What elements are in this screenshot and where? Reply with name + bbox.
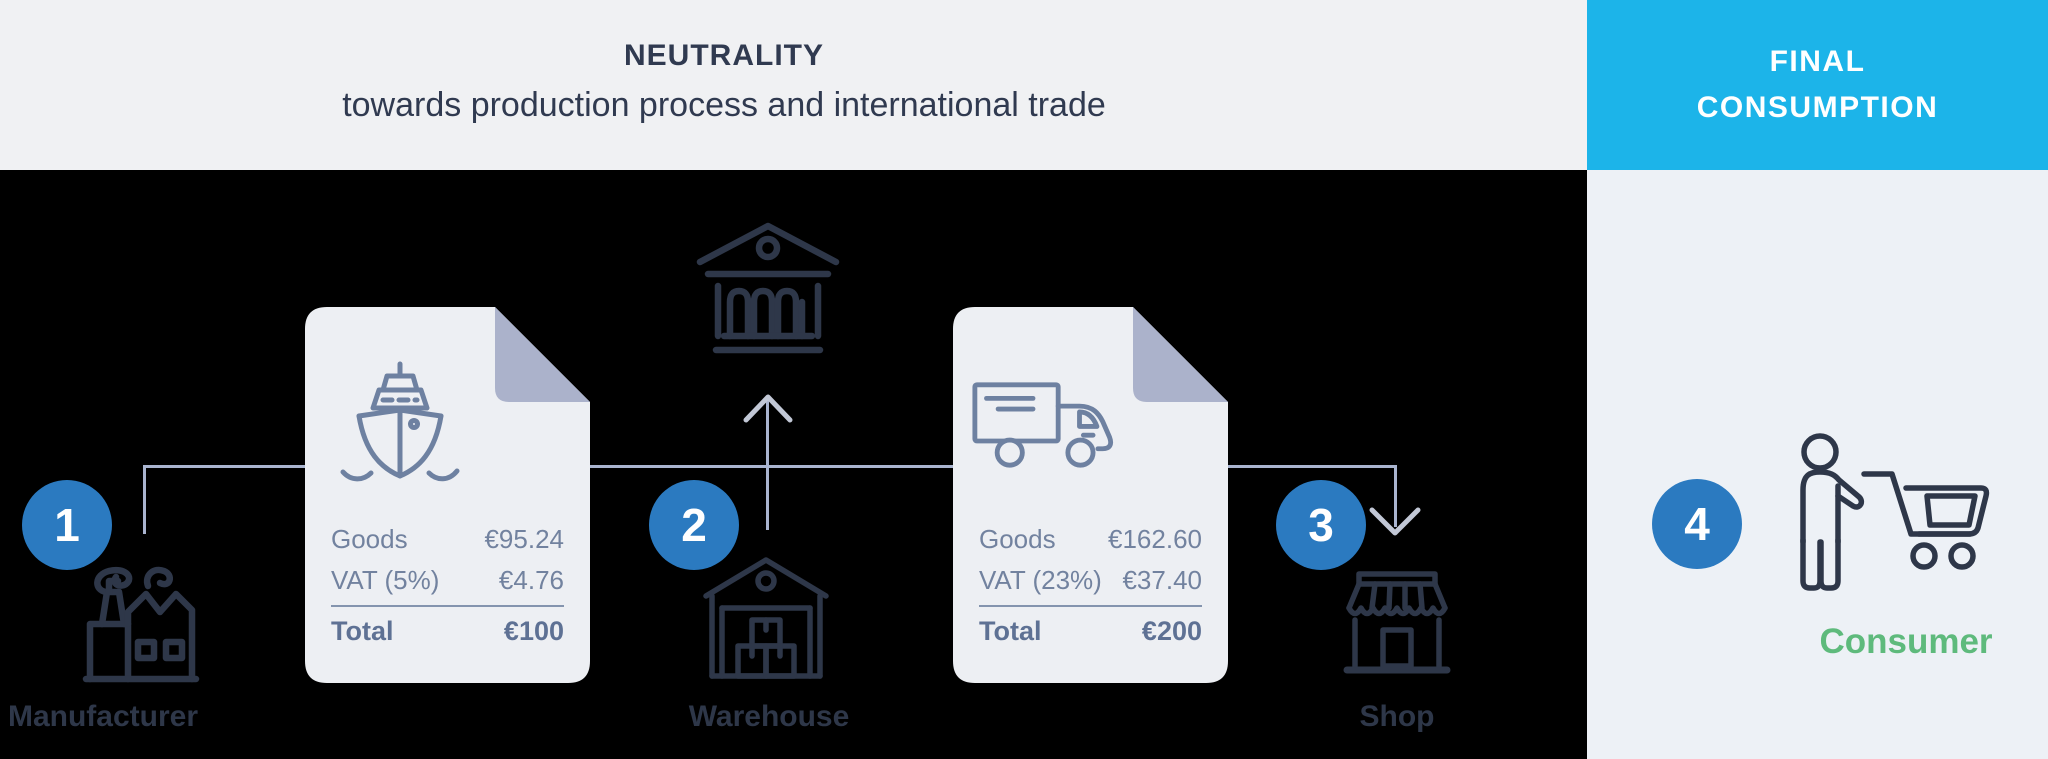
manufacturer-label: Manufacturer bbox=[7, 700, 199, 733]
shop-icon bbox=[1341, 568, 1453, 684]
row-label: Goods bbox=[331, 524, 408, 554]
total-label: Total bbox=[331, 616, 394, 646]
step-number: 1 bbox=[54, 499, 80, 551]
total-label: Total bbox=[979, 616, 1042, 646]
row-value: €162.60 bbox=[1108, 524, 1202, 554]
warehouse-icon bbox=[700, 548, 832, 686]
step-number: 4 bbox=[1684, 498, 1710, 550]
page-title: NEUTRALITY bbox=[624, 39, 824, 72]
header-text-block: NEUTRALITY towards production process an… bbox=[0, 38, 1448, 128]
ship-icon bbox=[335, 357, 465, 485]
shop-label: Shop bbox=[1359, 700, 1435, 733]
row-value: €37.40 bbox=[1122, 565, 1202, 595]
invoice-1: Goods €95.24 VAT (5%) €4.76 Total €100 bbox=[305, 307, 590, 683]
row-value: €4.76 bbox=[498, 565, 564, 595]
folded-corner bbox=[1133, 307, 1228, 402]
step-number: 2 bbox=[681, 499, 707, 551]
invoice-total-row: Total €200 bbox=[953, 616, 1228, 647]
total-value: €200 bbox=[1141, 616, 1202, 646]
connector-shop-vertical bbox=[1394, 465, 1397, 527]
document-shape bbox=[953, 307, 1228, 683]
row-label: VAT (5%) bbox=[331, 565, 440, 595]
consumer-label: Consumer bbox=[1819, 622, 1993, 661]
connector-manufacturer-vertical bbox=[143, 466, 146, 534]
step-circle-3: 3 bbox=[1276, 480, 1366, 570]
header-band: NEUTRALITY towards production process an… bbox=[0, 0, 1587, 170]
warehouse-label: Warehouse bbox=[688, 700, 850, 733]
invoice-divider bbox=[331, 605, 564, 607]
factory-icon bbox=[82, 558, 200, 684]
total-value: €100 bbox=[503, 616, 564, 646]
row-value: €95.24 bbox=[484, 524, 564, 554]
folded-corner bbox=[495, 307, 590, 402]
step-circle-1: 1 bbox=[22, 480, 112, 570]
invoice-divider bbox=[979, 605, 1202, 607]
arrow-down-icon bbox=[1369, 507, 1421, 536]
step-circle-2: 2 bbox=[649, 480, 739, 570]
invoice-row: Goods €162.60 bbox=[953, 524, 1228, 555]
invoice-row: VAT (5%) €4.76 bbox=[305, 565, 590, 596]
invoice-total-row: Total €100 bbox=[305, 616, 590, 647]
page-subtitle: towards production process and internati… bbox=[342, 86, 1106, 124]
final-consumption-line2: CONSUMPTION bbox=[1696, 91, 1939, 124]
row-label: Goods bbox=[979, 524, 1056, 554]
step-number: 3 bbox=[1308, 499, 1334, 551]
invoice-row: Goods €95.24 bbox=[305, 524, 590, 555]
connector-horizontal bbox=[143, 465, 1397, 468]
consumer-cart-icon bbox=[1778, 430, 1996, 600]
arrow-up-icon bbox=[743, 394, 793, 423]
row-label: VAT (23%) bbox=[979, 565, 1102, 595]
step-circle-4: 4 bbox=[1652, 479, 1742, 569]
truck-icon bbox=[971, 377, 1126, 473]
invoice-row: VAT (23%) €37.40 bbox=[953, 565, 1228, 596]
final-consumption-banner: FINAL CONSUMPTION bbox=[1587, 0, 2048, 170]
invoice-2: Goods €162.60 VAT (23%) €37.40 Total €20… bbox=[953, 307, 1228, 683]
connector-bank-vertical bbox=[766, 400, 769, 530]
final-consumption-panel bbox=[1587, 170, 2048, 759]
final-consumption-line1: FINAL bbox=[1769, 45, 1866, 78]
bank-icon bbox=[692, 218, 844, 360]
